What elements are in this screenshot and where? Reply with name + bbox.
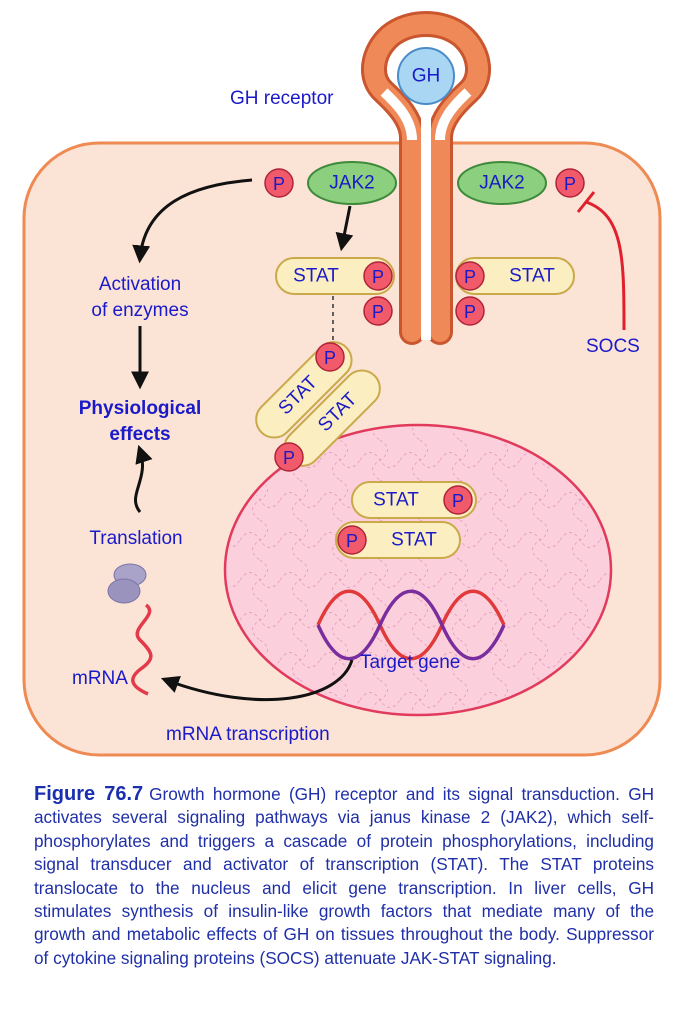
nucleus	[223, 423, 613, 717]
jak2-right: JAK2	[457, 161, 547, 205]
figure-label: Figure 76.7	[34, 783, 144, 805]
effects-label: effects	[109, 424, 170, 445]
target-gene-label: Target gene	[360, 652, 460, 673]
gh-signaling-diagram: GH GH receptor JAK2 P JAK2 P STAT P P ST…	[22, 11, 662, 757]
physiological-label: Physiological	[79, 398, 201, 419]
svg-text:P: P	[273, 174, 285, 194]
activation-label: Activation	[99, 274, 181, 295]
jak2-left: JAK2	[307, 161, 397, 205]
ribosome-icon	[107, 563, 147, 604]
stat-nuclear-top: STAT	[351, 481, 477, 519]
arrow-jak-to-stat	[335, 205, 354, 252]
svg-text:P: P	[564, 174, 576, 194]
socs-label: SOCS	[586, 336, 640, 357]
svg-text:P: P	[372, 267, 384, 287]
stat-nuclear-bottom: STAT	[335, 521, 461, 559]
mrna-transcription-label: mRNA transcription	[166, 724, 330, 745]
svg-text:P: P	[452, 491, 464, 511]
svg-text:STAT: STAT	[373, 490, 419, 511]
socs-inhibition-line	[585, 200, 626, 331]
svg-text:P: P	[283, 448, 295, 468]
phosphate-dimer-bottom: P	[274, 442, 304, 472]
gh-label: GH	[412, 66, 441, 87]
gh-receptor	[361, 11, 491, 345]
phosphate-stat-right-2: P	[455, 296, 485, 326]
phosphate-nuclear-bottom: P	[337, 525, 367, 555]
stat-receptor-left: STAT	[275, 257, 395, 295]
svg-text:P: P	[346, 531, 358, 551]
phosphate-jak-left: P	[264, 168, 294, 198]
enzymes-label: of enzymes	[91, 300, 188, 321]
caption-text: Growth hormone (GH) receptor and its sig…	[34, 784, 654, 968]
jak2-left-label: JAK2	[329, 173, 374, 194]
svg-text:P: P	[464, 302, 476, 322]
phosphate-dimer-top: P	[315, 342, 345, 372]
svg-text:STAT: STAT	[509, 266, 555, 287]
svg-text:P: P	[464, 267, 476, 287]
socs-inhibition-bar	[576, 191, 596, 213]
dna-helix	[316, 589, 506, 661]
arrow-jak-to-enzymes	[132, 178, 253, 264]
arrow-translation-to-effects	[134, 444, 153, 513]
phosphate-jak-right: P	[555, 168, 585, 198]
svg-text:P: P	[372, 302, 384, 322]
phosphate-stat-right-1: P	[455, 261, 485, 291]
translation-label: Translation	[89, 528, 182, 549]
svg-text:STAT: STAT	[391, 530, 437, 551]
gh-hormone: GH	[397, 47, 455, 105]
mrna-label: mRNA	[72, 668, 128, 689]
stat-receptor-right: STAT	[455, 257, 575, 295]
jak2-right-label: JAK2	[479, 173, 524, 194]
phosphate-stat-left-1: P	[363, 261, 393, 291]
mrna-strand	[131, 603, 153, 696]
phosphate-nuclear-top: P	[443, 485, 473, 515]
svg-text:STAT: STAT	[293, 266, 339, 287]
phosphate-stat-left-2: P	[363, 296, 393, 326]
svg-text:P: P	[324, 348, 336, 368]
arrow-transcription	[160, 659, 354, 702]
gh-receptor-label: GH receptor	[230, 88, 334, 109]
